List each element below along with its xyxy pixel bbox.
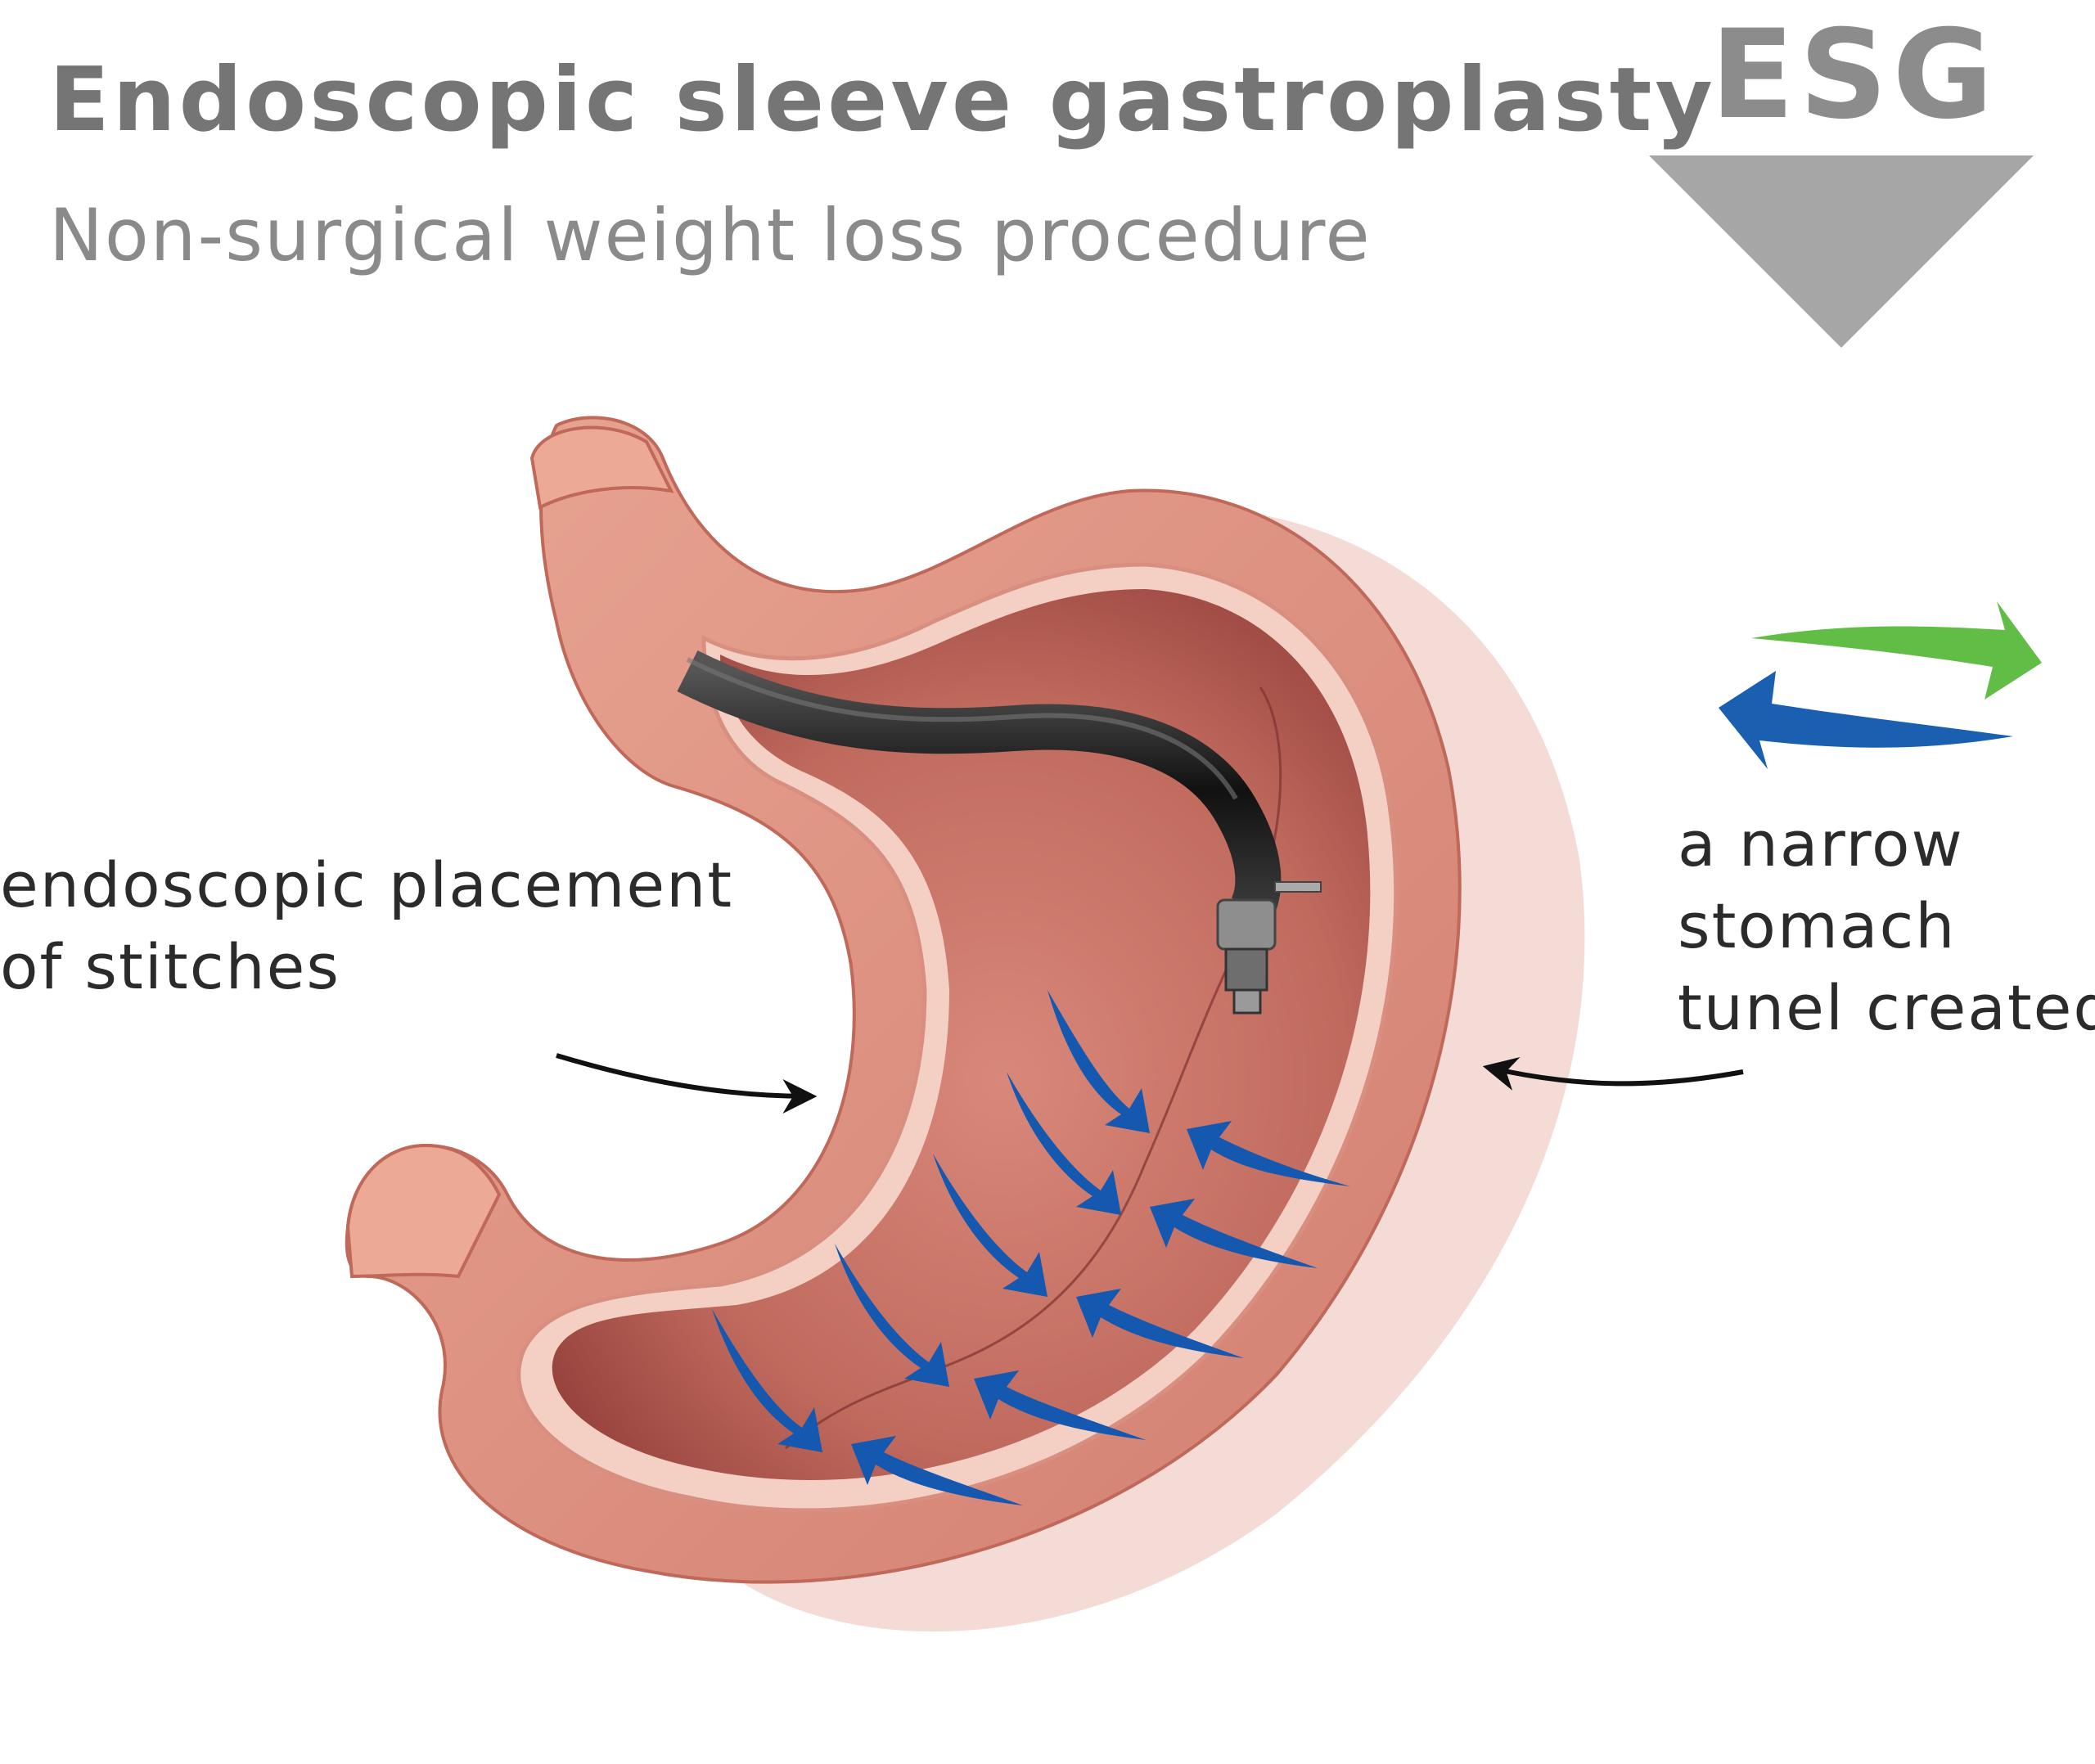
arrow-icon <box>556 1053 818 1114</box>
esophagus <box>529 425 674 510</box>
arrow-icon <box>712 1309 822 1452</box>
stitches-label-line1: endoscopic placement <box>0 848 734 921</box>
endoscope-tip <box>1216 881 1322 1015</box>
tunnel-label-line3: tunel created <box>1678 971 2095 1044</box>
page-subtitle: Non-surgical weight loss procedure <box>49 193 1372 277</box>
stitches-label-line2: of stitches <box>0 930 341 1003</box>
stomach-inner-cavity <box>552 589 1371 1481</box>
arrow-icon <box>1150 1199 1318 1268</box>
esg-badge: ESG <box>1710 4 1998 146</box>
arrow-icon <box>1048 990 1150 1133</box>
arrow-icon <box>1076 1289 1244 1358</box>
arrow-icon <box>835 1244 949 1387</box>
arrow-icon <box>1482 1056 1744 1091</box>
swap-arrows-icon <box>1719 601 2042 769</box>
arrow-icon <box>974 1370 1146 1440</box>
duodenum <box>345 1143 502 1279</box>
arrow-icon <box>1187 1121 1350 1186</box>
arrow-icon <box>1007 1072 1121 1215</box>
page-title: Endoscopic sleeve gastroplasty <box>49 49 1716 151</box>
tunnel-label-line2: stomach <box>1678 889 1957 962</box>
endoscope-tube <box>677 650 1282 919</box>
tunnel-label-line1: a narrow <box>1678 808 1964 880</box>
down-triangle-icon <box>1649 155 2034 348</box>
arrow-icon <box>851 1436 1023 1505</box>
stitch-arrows <box>712 990 1350 1505</box>
arrow-icon <box>933 1154 1048 1297</box>
